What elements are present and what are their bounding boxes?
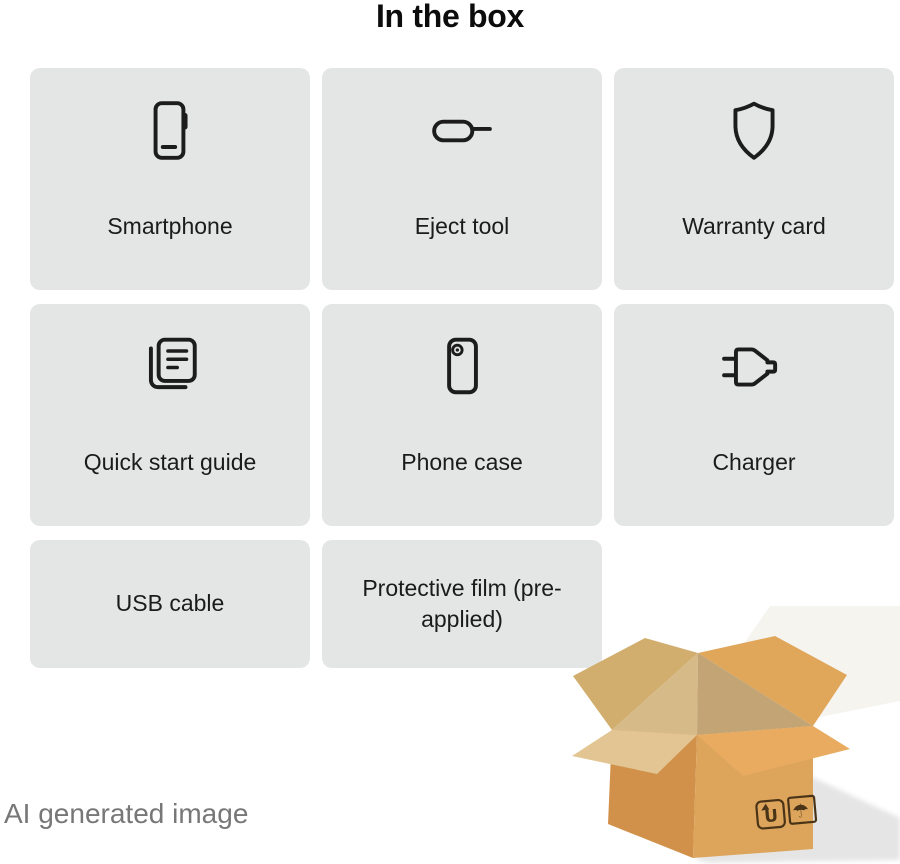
box-front-left-flap <box>572 730 697 774</box>
card-label: Eject tool <box>414 213 510 239</box>
card-label: Charger <box>712 449 796 475</box>
card-warranty-card: Warranty card <box>614 68 894 290</box>
card-smartphone: Smartphone <box>30 68 310 290</box>
card-label: Quick start guide <box>83 449 257 475</box>
warranty-shield-icon <box>721 95 787 167</box>
keep-dry-icon: ☂ <box>787 794 818 825</box>
box-shadow <box>695 776 900 863</box>
page-title: In the box <box>375 0 525 34</box>
charger-plug-icon <box>721 331 787 403</box>
box-front-right-flap <box>697 726 850 776</box>
ai-generated-watermark: AI generated image <box>4 798 249 829</box>
card-protective-film: Protective film (pre-applied) <box>322 540 602 668</box>
svg-text:☂: ☂ <box>791 800 810 823</box>
card-label: Phone case <box>401 449 523 475</box>
smartphone-icon <box>137 95 203 167</box>
card-eject-tool: Eject tool <box>322 68 602 290</box>
card-charger: Charger <box>614 304 894 526</box>
eject-tool-icon <box>429 95 495 167</box>
box-right-face <box>693 726 813 858</box>
card-usb-cable: USB cable <box>30 540 310 668</box>
card-quick-start-guide: Quick start guide <box>30 304 310 526</box>
box-left-face <box>608 730 697 858</box>
svg-text:U: U <box>763 806 779 827</box>
card-label: USB cable <box>115 590 225 617</box>
card-label: Smartphone <box>107 213 233 239</box>
this-way-up-icon: U <box>755 798 786 830</box>
quick-start-guide-icon <box>137 331 203 403</box>
card-phone-case: Phone case <box>322 304 602 526</box>
items-grid: Smartphone Eject tool Warranty card <box>30 68 894 668</box>
card-label: Warranty card <box>682 213 826 239</box>
phone-case-icon <box>429 331 495 403</box>
card-label: Protective film (pre-applied) <box>362 574 562 632</box>
